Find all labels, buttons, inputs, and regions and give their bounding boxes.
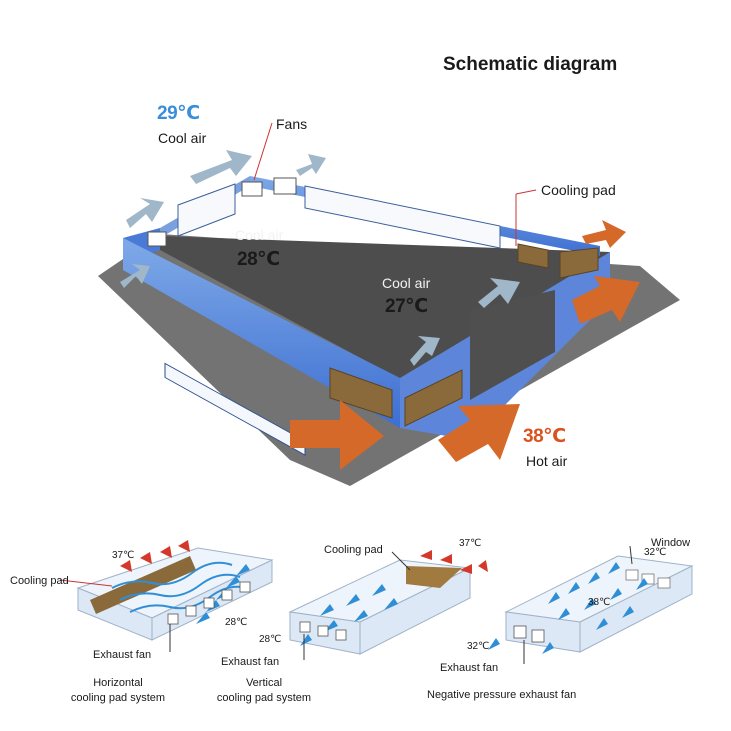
- cool-air-arrows: [120, 150, 520, 366]
- sys2-caption-2: cooling pad system: [216, 692, 312, 704]
- sys2-caption-1: Vertical: [245, 677, 283, 689]
- inside-left-temp: 28℃: [237, 249, 280, 270]
- hot-air-arrows: [290, 220, 640, 470]
- sys3-temp-out: 32℃: [467, 641, 490, 652]
- page-title: Schematic diagram: [443, 54, 618, 75]
- sys2-pad-label: Cooling pad: [324, 544, 383, 556]
- outside-cool-label: Cool air: [158, 130, 207, 146]
- fans-label: Fans: [276, 116, 308, 132]
- hot-temp: 38℃: [523, 426, 566, 447]
- sys1-pad-label: Cooling pad: [10, 575, 69, 587]
- sys1-caption-2: cooling pad system: [70, 692, 166, 704]
- sys1-hot-temp: 37℃: [112, 550, 135, 561]
- sys3-window-label: Window: [651, 537, 691, 549]
- inside-right-label: Cool air: [382, 275, 431, 291]
- fans-leader: [253, 122, 273, 181]
- system-vertical: [288, 550, 488, 660]
- sys3-fan-label: Exhaust fan: [440, 662, 499, 674]
- sys3-temp-mid: 38℃: [588, 597, 611, 608]
- outside-cool-temp: 29℃: [157, 103, 200, 124]
- sys3-temp-top: 32℃: [644, 547, 667, 558]
- inside-left-label: Cool air: [235, 227, 284, 243]
- system-horizontal: [59, 540, 274, 652]
- inside-right-temp: 27℃: [385, 296, 428, 317]
- sys3-caption: Negative pressure exhaust fan: [427, 689, 577, 701]
- sys2-cool-temp: 28℃: [259, 634, 282, 645]
- system-negative-pressure: [488, 545, 694, 664]
- hot-label: Hot air: [526, 453, 568, 469]
- sys2-fan-label: Exhaust fan: [221, 656, 280, 668]
- sys1-fan-label: Exhaust fan: [93, 649, 152, 661]
- pad-leader: [515, 189, 537, 195]
- main-building: [123, 176, 610, 456]
- sys1-caption-1: Horizontal: [93, 677, 143, 689]
- sys1-cool-temp: 28℃: [225, 617, 248, 628]
- sys2-hot-temp: 37℃: [459, 538, 482, 549]
- cooling-pad-label: Cooling pad: [541, 182, 616, 198]
